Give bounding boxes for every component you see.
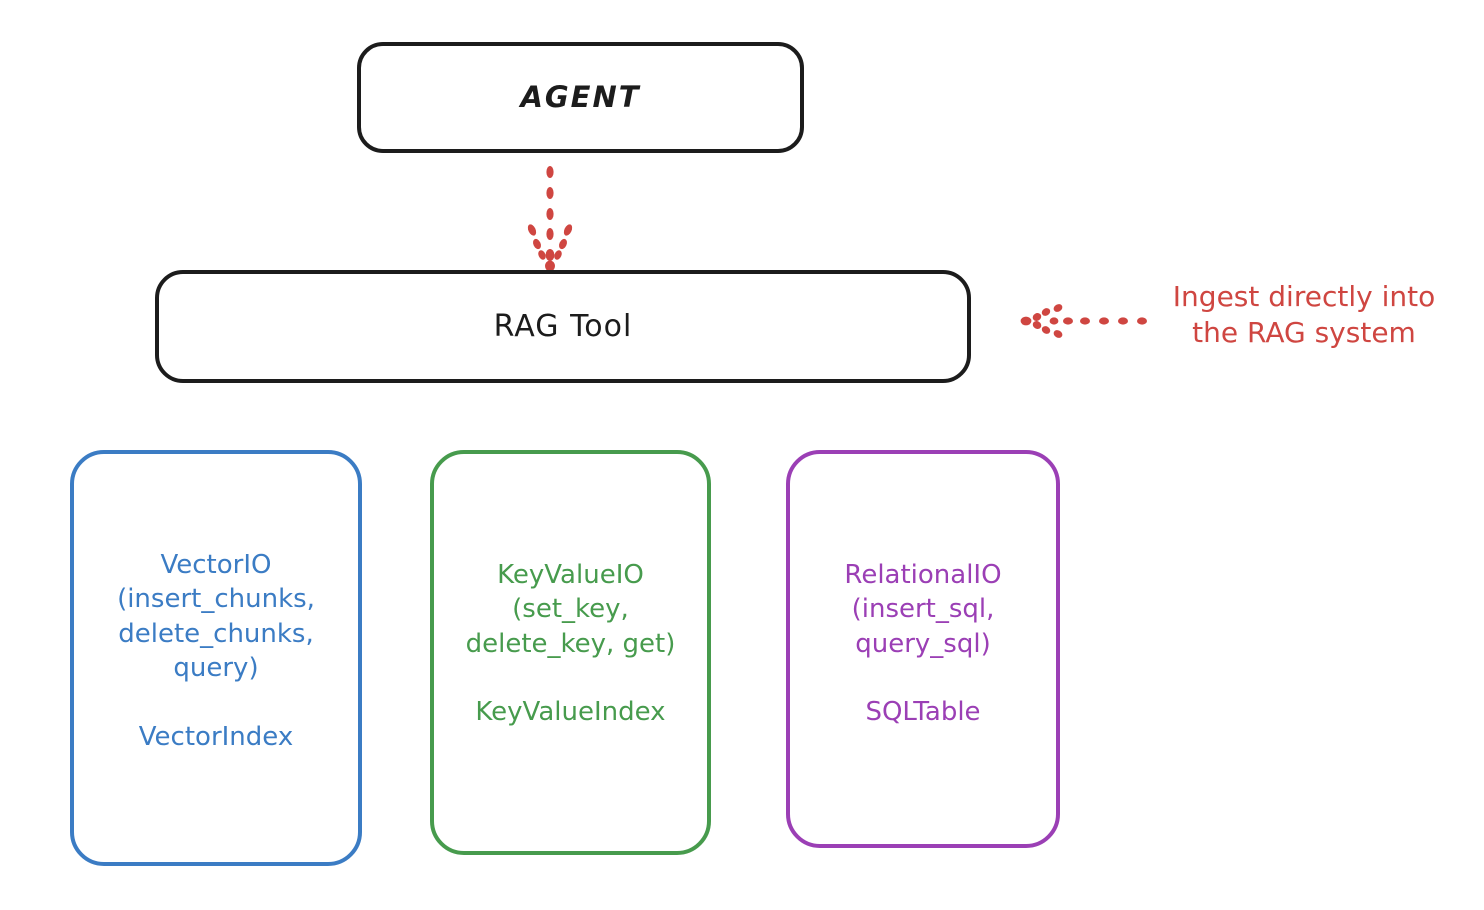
node-vector-io[interactable]: VectorIO (insert_chunks, delete_chunks, … xyxy=(70,450,362,866)
node-relational-io[interactable]: RelationalIO (insert_sql, query_sql) SQL… xyxy=(786,450,1060,848)
node-agent[interactable]: AGENT xyxy=(357,42,804,153)
node-key-value-io[interactable]: KeyValueIO (set_key, delete_key, get) Ke… xyxy=(430,450,711,855)
node-rag-tool-label: RAG Tool xyxy=(493,308,633,344)
agent-to-rag-tool-arrow-icon xyxy=(527,166,573,270)
node-agent-label: AGENT xyxy=(520,80,641,115)
ingest-annotation-text: Ingest directly into the RAG system xyxy=(1172,280,1436,349)
node-vector-io-label: VectorIO (insert_chunks, delete_chunks, … xyxy=(117,550,315,752)
node-rag-tool[interactable]: RAG Tool xyxy=(155,270,971,383)
ingest-annotation-arrow-icon xyxy=(1020,304,1147,338)
node-relational-io-label: RelationalIO (insert_sql, query_sql) SQL… xyxy=(844,560,1002,728)
node-key-value-io-label: KeyValueIO (set_key, delete_key, get) Ke… xyxy=(465,560,676,728)
